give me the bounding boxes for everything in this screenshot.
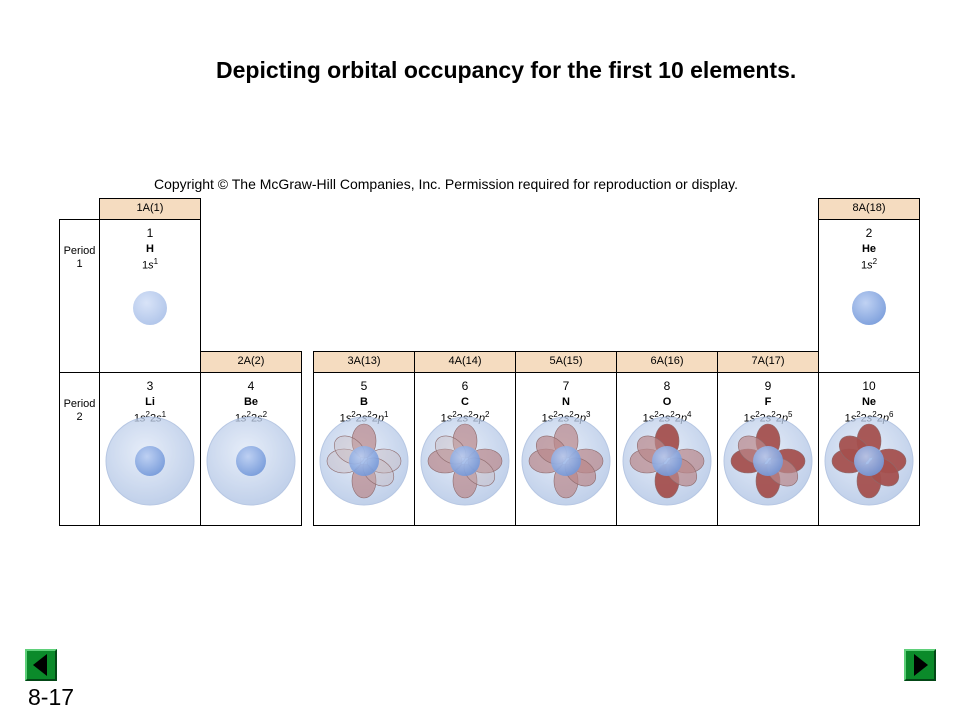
next-slide-button[interactable]: [904, 649, 936, 681]
1s-orbital-f: [753, 446, 783, 476]
element-symbol: Li: [145, 396, 155, 408]
copyright-notice: Copyright © The McGraw-Hill Companies, I…: [154, 176, 739, 192]
period-1-word: Period: [63, 245, 96, 257]
element-cell-f: 9F1s22s22p5: [717, 372, 819, 526]
group-header-4a: 4A(14): [414, 351, 516, 373]
orbital-diagram-h: [133, 291, 167, 325]
atomic-number: 7: [562, 379, 570, 393]
orbital-diagram-li: [105, 416, 195, 506]
electron-configuration: 1s1: [141, 257, 159, 272]
period-2-number: 2: [76, 411, 83, 423]
element-symbol: Ne: [861, 396, 877, 408]
group-header-2a: 2A(2): [200, 351, 302, 373]
1s-orbital-c: [450, 446, 480, 476]
element-cell-ne: 10Ne1s22s22p6: [818, 372, 920, 526]
atomic-number: 5: [360, 379, 368, 393]
element-cell-be: 4Be1s22s2: [200, 372, 302, 526]
element-symbol: Be: [243, 396, 259, 408]
group-header-3a: 3A(13): [313, 351, 415, 373]
orbital-diagram-f: [723, 416, 813, 506]
element-symbol: C: [461, 396, 469, 408]
element-cell-o: 8O1s22s22p4: [616, 372, 718, 526]
slide-number: 8-17: [28, 684, 75, 710]
group-header-5a: 5A(15): [515, 351, 617, 373]
orbital-diagram-b: [319, 416, 409, 506]
period-2-word: Period: [63, 398, 96, 410]
1s-orbital-o: [652, 446, 682, 476]
element-symbol: O: [662, 396, 672, 408]
group-header-1a: 1A(1): [99, 198, 201, 220]
element-symbol: N: [562, 396, 570, 408]
element-symbol: He: [861, 243, 877, 255]
1s-orbital-b: [349, 446, 379, 476]
1s-orbital-he: [852, 291, 886, 325]
atomic-number: 10: [862, 379, 876, 393]
slide-title: Depicting orbital occupancy for the firs…: [216, 57, 797, 83]
orbital-diagram-c: [420, 416, 510, 506]
group-header-8a: 8A(18): [818, 198, 920, 220]
orbital-diagram-be: [206, 416, 296, 506]
element-symbol: H: [146, 243, 154, 255]
1s-orbital-be: [236, 446, 266, 476]
period-1-number: 1: [76, 258, 83, 270]
group-header-7a: 7A(17): [717, 351, 819, 373]
atomic-number: 6: [461, 379, 469, 393]
group-header-6a: 6A(16): [616, 351, 718, 373]
atomic-number: 3: [146, 379, 154, 393]
right-arrow-icon: [914, 654, 928, 676]
atomic-number: 4: [247, 379, 255, 393]
1s-orbital-h: [133, 291, 167, 325]
period-2-label-cell: Period 2: [59, 372, 100, 526]
element-symbol: F: [764, 396, 772, 408]
atomic-number: 1: [146, 226, 154, 240]
element-symbol: B: [360, 396, 368, 408]
element-cell-n: 7N1s22s22p3: [515, 372, 617, 526]
orbital-diagram-o: [622, 416, 712, 506]
atomic-number: 9: [764, 379, 772, 393]
orbital-diagram-he: [852, 291, 886, 325]
element-cell-li: 3Li1s22s1: [99, 372, 201, 526]
1s-orbital-ne: [854, 446, 884, 476]
electron-configuration: 1s2: [860, 257, 878, 272]
atomic-number: 8: [663, 379, 671, 393]
orbital-diagram-n: [521, 416, 611, 506]
left-arrow-icon: [33, 654, 47, 676]
previous-slide-button[interactable]: [25, 649, 57, 681]
element-cell-c: 6C1s22s22p2: [414, 372, 516, 526]
period-1-label-cell: Period 1: [59, 219, 100, 373]
orbital-diagram-ne: [824, 416, 914, 506]
element-cell-b: 5B1s22s22p1: [313, 372, 415, 526]
1s-orbital-li: [135, 446, 165, 476]
atomic-number: 2: [865, 226, 873, 240]
1s-orbital-n: [551, 446, 581, 476]
